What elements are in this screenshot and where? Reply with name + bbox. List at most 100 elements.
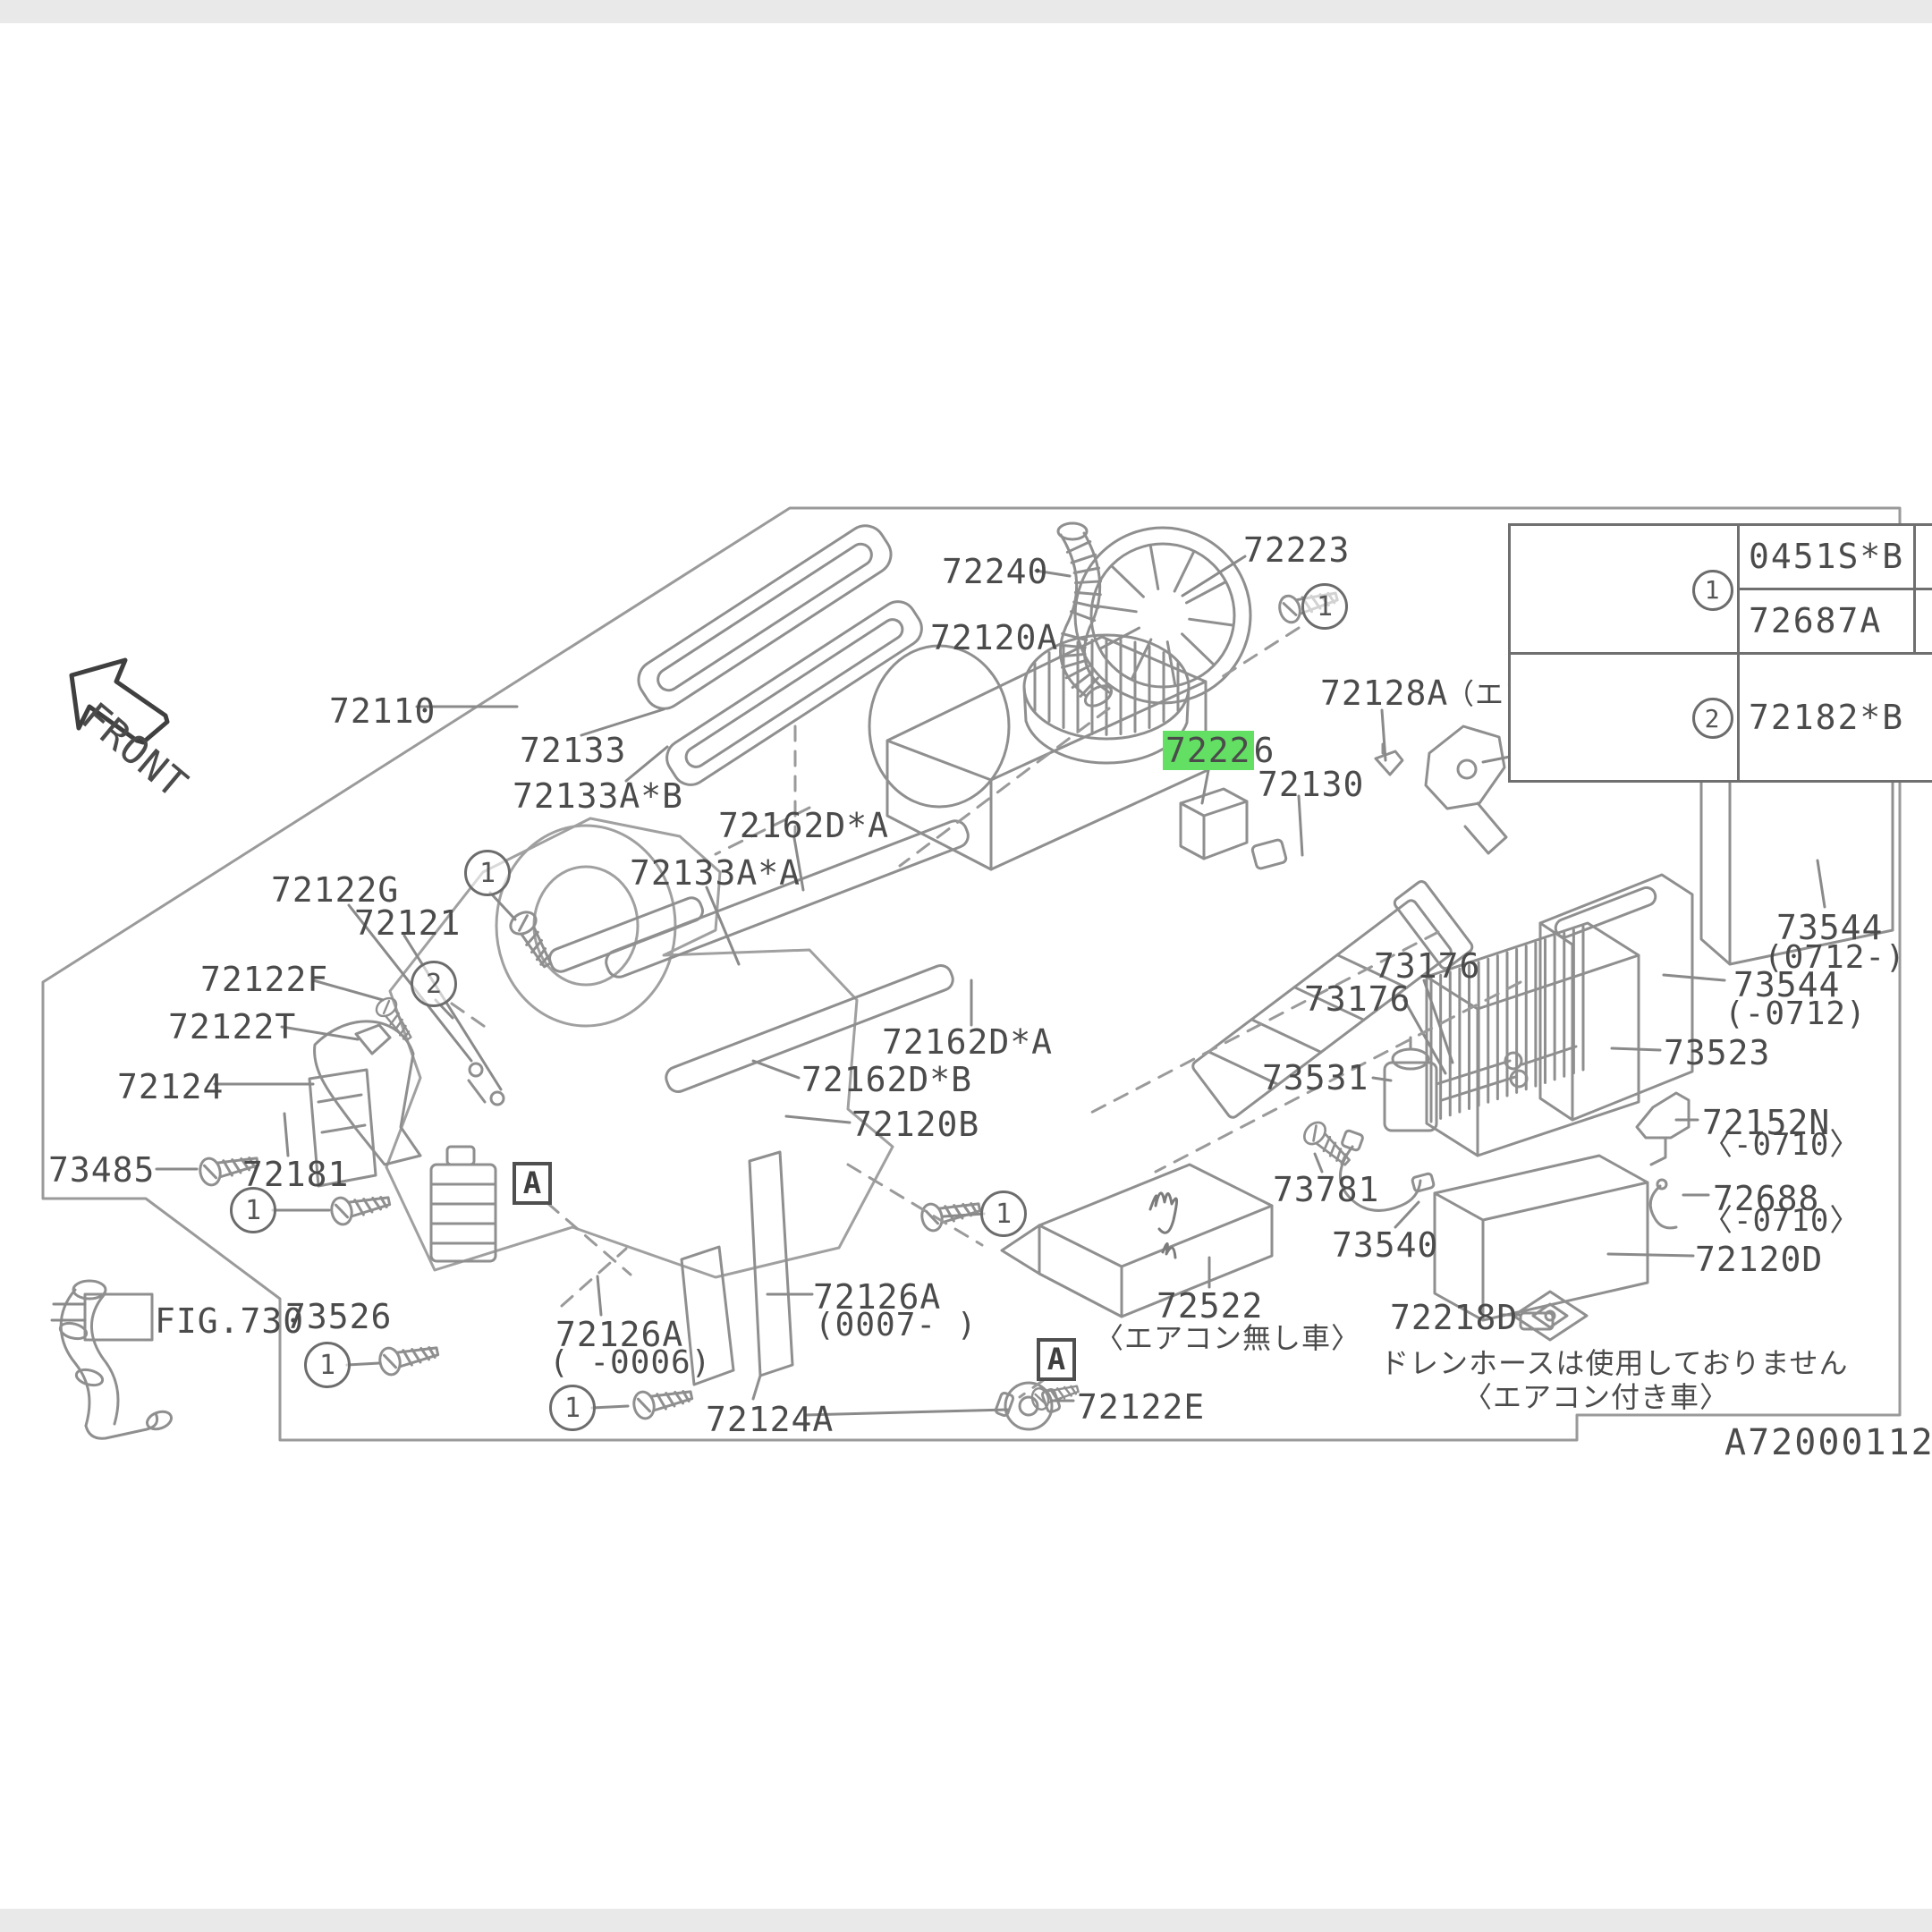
sketch-segment [637, 524, 893, 710]
sketch-segment [1425, 921, 1640, 1157]
ref-part-cell: 0451S*B [1737, 523, 1917, 590]
circled-number-1-marker: 1 [230, 1187, 276, 1233]
part-label-72130: 72130 [1258, 765, 1365, 804]
sketch-segment [1154, 980, 1522, 1174]
sketch-segment [1200, 764, 1211, 805]
sketch-segment [1662, 973, 1726, 982]
front-arrow-icon [69, 657, 170, 745]
sketch-segment [1179, 787, 1249, 860]
sketch-segment [1018, 1395, 1039, 1417]
strip-seal-72162db-sketch [665, 964, 954, 1093]
sketch-segment [450, 1002, 492, 1032]
sketch-segment [1018, 1377, 1046, 1399]
reference-table: 1 0451S*B ( -1104) 72687A (1104- ) 2 721… [1507, 523, 1932, 783]
sketch-segment [1335, 953, 1409, 989]
sketch-segment [846, 1163, 984, 1247]
sketch-detail-line [1070, 553, 1097, 564]
sketch-segment [1181, 555, 1247, 597]
sketch-segment [1538, 873, 1694, 1122]
sketch-segment [308, 1068, 377, 1188]
sketch-detail-line [1092, 604, 1138, 614]
sketch-segment [665, 964, 954, 1093]
sketch-segment [1250, 838, 1288, 870]
sketch-segment [90, 1293, 120, 1426]
sketch-segment [1292, 986, 1366, 1021]
sketch-segment [714, 806, 811, 856]
sketch-segment [74, 1368, 105, 1387]
cover-73544-old-sketch [1538, 873, 1694, 1122]
sketch-segment [1313, 1152, 1324, 1174]
part-label-72133ab: 72133A*B [513, 776, 684, 816]
resistor-unit-sketch [429, 1145, 497, 1263]
part-label-73523: 73523 [1664, 1033, 1771, 1072]
seal-72133-sketch [637, 524, 893, 710]
ref-range-cell: ( -1104) [1913, 523, 1932, 590]
sketch-detail-line [1188, 617, 1233, 627]
part-label-73526: 73526 [285, 1297, 393, 1336]
bracket-72126b-sketch [1424, 724, 1508, 855]
sketch-detail-line [1065, 540, 1092, 554]
sketch-segment [1610, 1046, 1662, 1052]
clip-72688-sketch [1648, 1178, 1678, 1230]
bottom-letterbox [0, 1909, 1932, 1932]
part-label-72162da-2: 72162D*A [882, 1022, 1054, 1062]
sketch-segment [751, 1059, 801, 1080]
sketch-segment [942, 1212, 986, 1218]
part-label-fig730: FIG.730 [155, 1301, 305, 1341]
circled-number-2: 2 [1692, 698, 1734, 739]
sketch-segment [313, 1020, 422, 1166]
cap-72128a-sketch [1374, 742, 1404, 776]
sketch-segment [748, 1150, 794, 1401]
part-label-72152n: 72152N [1702, 1103, 1831, 1142]
sketch-segment [784, 1114, 852, 1124]
part-label-72522-note: 〈エアコン無し車〉 [1095, 1321, 1361, 1355]
sensor-72226-sketch [1179, 787, 1288, 870]
fig730-reference-box [83, 1292, 154, 1342]
upper-housing-72120a-sketch [868, 635, 1208, 871]
sketch-segment [84, 1411, 159, 1440]
lever-72124-sketch [313, 1020, 422, 1166]
top-letterbox [0, 0, 1932, 23]
part-label-72110: 72110 [329, 691, 436, 731]
part-label-72240: 72240 [942, 552, 1049, 591]
part-label-72688: 72688 [1713, 1179, 1820, 1218]
diagram-border [41, 506, 1902, 1442]
sketch-segment [994, 1391, 1015, 1418]
sketch-segment [1606, 1252, 1695, 1258]
circled-number-1: 1 [1692, 569, 1734, 611]
part-label-72122t: 72122T [168, 1007, 297, 1046]
sketch-segment [590, 1404, 630, 1410]
sketch-segment [1339, 1145, 1422, 1212]
sketch-segment [1504, 1051, 1523, 1071]
part-label-73540: 73540 [1332, 1225, 1439, 1265]
sketch-segment [1456, 758, 1478, 780]
part-label-72522: 72522 [1157, 1286, 1264, 1326]
strip-seal-72162da-sketch [605, 819, 970, 979]
circled-number-2-marker: 2 [411, 961, 457, 1007]
circled-number-1-marker: 1 [980, 1191, 1027, 1237]
sketch-detail-line [1148, 545, 1160, 590]
sketch-segment [445, 1145, 476, 1166]
sketch-segment [1383, 1061, 1438, 1132]
sketch-segment [605, 819, 970, 979]
bracket-73526-sketch [308, 1068, 377, 1188]
sketch-segment [624, 745, 669, 783]
sketch-segment [1531, 1302, 1569, 1329]
sketch-segment [72, 1279, 107, 1301]
part-label-72124a: 72124A [706, 1400, 835, 1439]
ref-part-cell: 72182*B [1737, 651, 1932, 783]
sketch-segment [1297, 794, 1304, 857]
sketch-segment [684, 618, 904, 768]
sketch-segment [1207, 1050, 1280, 1087]
sketch-detail-line [1074, 580, 1102, 585]
sketch-segment [345, 1361, 381, 1367]
sketch-detail-line [1173, 551, 1195, 593]
sketch-detail-line [1181, 632, 1215, 665]
sketch-segment [1191, 899, 1453, 1119]
small-fasteners-sketch [467, 1062, 505, 1106]
evaporator-73523-sketch [1425, 921, 1640, 1157]
sketch-segment [665, 600, 923, 786]
sketch-segment [488, 891, 517, 921]
sketch-segment [1422, 979, 1454, 1064]
